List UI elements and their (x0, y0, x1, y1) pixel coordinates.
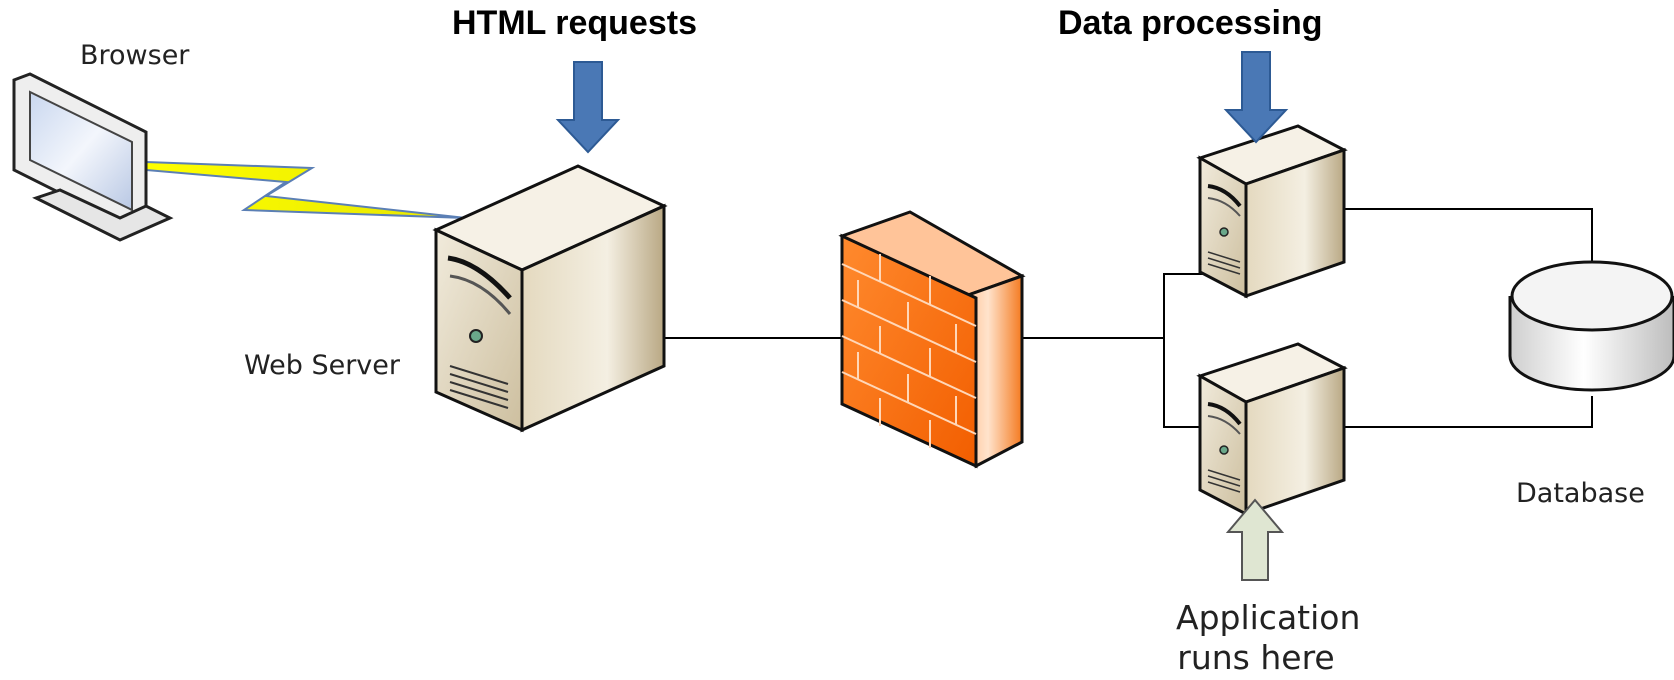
branch-top-link (1163, 273, 1206, 338)
database-icon (1508, 260, 1674, 392)
down-arrow-icon (555, 61, 621, 154)
app-server-top-icon (1196, 124, 1348, 299)
connection-lines (664, 208, 1593, 428)
lightning-icon (145, 160, 467, 219)
application-label-second: runs here (1176, 636, 1336, 679)
server-top-database-link (1344, 208, 1593, 262)
monitor-icon (12, 72, 174, 242)
server-bottom-database-link (1344, 396, 1593, 428)
web-server-icon (432, 164, 668, 433)
application-label-line2: runs here (1177, 638, 1335, 677)
data-processing-label: Data processing (1058, 4, 1323, 42)
up-arrow-icon (1225, 498, 1285, 581)
firewall-icon (838, 210, 1026, 469)
application-label-line1: Application (1176, 598, 1361, 637)
browser-label: Browser (80, 40, 190, 71)
database-label: Database (1516, 478, 1645, 509)
application-label: Application (1176, 596, 1361, 639)
app-server-bottom-icon (1196, 342, 1348, 517)
html-requests-label: HTML requests (452, 4, 697, 42)
web-server-label: Web Server (244, 350, 400, 381)
branch-bottom-link (1163, 338, 1206, 428)
down-arrow-icon (1223, 51, 1289, 144)
